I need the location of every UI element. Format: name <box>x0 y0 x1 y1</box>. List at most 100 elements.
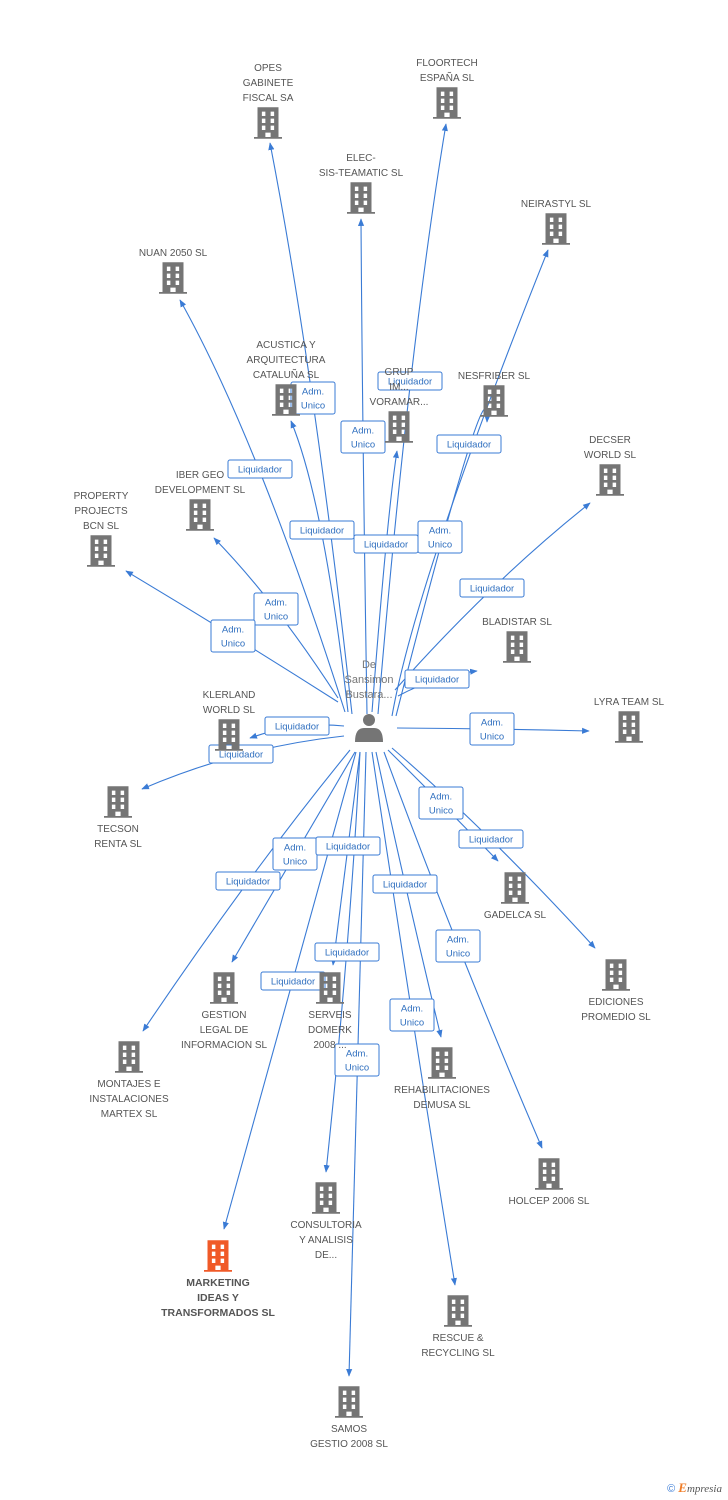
edge-label-text: Liquidador <box>364 540 408 551</box>
company-label: EDICIONES <box>588 997 643 1008</box>
edge-label-box <box>418 786 464 820</box>
building-icon <box>503 631 531 663</box>
company-label: PROPERTY <box>74 491 129 502</box>
building-icon <box>272 384 300 416</box>
edge-label-text: Unico <box>429 806 453 817</box>
edge-label-text: Adm. <box>265 598 287 609</box>
company-label: MONTAJES E <box>97 1079 160 1090</box>
company-label: DECSER <box>589 435 631 446</box>
edge-label-box <box>315 836 381 856</box>
company-label: LEGAL DE <box>200 1025 249 1036</box>
company-label: REHABILITACIONES <box>394 1085 490 1096</box>
company-label: GESTION <box>201 1010 246 1021</box>
company-label: BCN SL <box>83 521 120 532</box>
company-node-nesfriber[interactable]: NESFRIBER SL <box>458 371 531 417</box>
edge-label-opes[interactable]: Adm.Unico <box>290 381 336 415</box>
company-label: IDEAS Y <box>197 1292 239 1304</box>
edge-label-neirastyl[interactable]: Adm.Unico <box>417 520 463 554</box>
edge-label-floortech[interactable]: Liquidador <box>377 371 443 391</box>
edge-label-text: Liquidador <box>238 465 282 476</box>
edge-label-text: Liquidador <box>219 750 263 761</box>
company-node-grup[interactable]: GRUPIM...VORAMAR... <box>370 367 429 443</box>
company-node-rehab[interactable]: REHABILITACIONES DEMUSA SL <box>394 1047 490 1111</box>
edge-label-text: Liquidador <box>469 835 513 846</box>
company-node-nuan[interactable]: NUAN 2050 SL <box>139 248 208 294</box>
company-label: KLERLAND <box>203 690 256 701</box>
edge-label-marketing[interactable]: Liquidador <box>260 971 326 991</box>
building-icon <box>335 1386 363 1418</box>
edge-label-text: Adm. <box>430 792 452 803</box>
building-icon <box>312 1182 340 1214</box>
edge-label-holcep[interactable]: Adm.Unico <box>435 929 481 963</box>
company-label: DEMUSA SL <box>413 1100 471 1111</box>
edge-label-text: Unico <box>264 612 288 623</box>
edge-label-text: Adm. <box>352 426 374 437</box>
edge-label-box <box>215 871 281 891</box>
person-node-center[interactable]: DeSansimonBustara... <box>345 659 394 742</box>
edge-label-decser[interactable]: Liquidador <box>459 578 525 598</box>
company-node-holcep[interactable]: HOLCEP 2006 SL <box>509 1158 590 1207</box>
edge-label-nesfriber[interactable]: Liquidador <box>436 434 502 454</box>
edge-label-grup[interactable]: Liquidador <box>353 534 419 554</box>
edge-label-nuan[interactable]: Liquidador <box>227 459 293 479</box>
edge-label-property[interactable]: Adm.Unico <box>210 619 256 653</box>
edge-label-rehab[interactable]: Liquidador <box>372 874 438 894</box>
edge-label-box <box>210 619 256 653</box>
edge-label-gadelca[interactable]: Adm. Unico <box>418 786 464 820</box>
edge-label-text: Liquidador <box>325 948 369 959</box>
company-label: DE... <box>315 1250 337 1261</box>
company-node-gadelca[interactable]: GADELCA SL <box>484 872 547 921</box>
edge-label-gestion[interactable]: Adm.Unico <box>272 837 318 871</box>
company-node-serveis[interactable]: SERVEISDOMERK2008 ... <box>308 972 352 1051</box>
edge-label-samos[interactable]: Adm.Unico <box>334 1043 380 1077</box>
edge-label-serveis[interactable]: Liquidador <box>315 836 381 856</box>
company-label: TECSON <box>97 824 139 835</box>
edge-label-text: Liquidador <box>275 722 319 733</box>
edge-label-elecsis[interactable]: Adm.Unico <box>340 420 386 454</box>
edge-label-ediciones[interactable]: Liquidador <box>458 829 524 849</box>
edge-label-text: Unico <box>345 1063 369 1074</box>
edge-label-bladistar[interactable]: Liquidador <box>404 669 470 689</box>
person-label: Sansimon <box>345 674 394 686</box>
edge-label-consultoria[interactable]: Liquidador <box>314 942 380 962</box>
building-icon <box>204 1240 232 1272</box>
company-label: RESCUE & <box>432 1333 483 1344</box>
edge-label-text: Unico <box>301 401 325 412</box>
company-label: PROMEDIO SL <box>581 1012 651 1023</box>
company-node-bladistar[interactable]: BLADISTAR SL <box>482 617 552 663</box>
company-label: CONSULTORIA <box>290 1220 362 1231</box>
company-node-lyra[interactable]: LYRA TEAM SL <box>594 697 665 743</box>
building-icon <box>542 213 570 245</box>
edge-label-klerland[interactable]: Liquidador <box>264 716 330 736</box>
company-label: ELEC- <box>346 153 375 164</box>
company-node-elecsis[interactable]: ELEC-SIS-TEAMATIC SL <box>319 153 404 214</box>
edge-arrow-consultoria <box>323 751 361 1173</box>
company-node-ediciones[interactable]: EDICIONES PROMEDIO SL <box>581 959 651 1023</box>
edge-label-montajes[interactable]: Liquidador <box>215 871 281 891</box>
company-label: SERVEIS <box>308 1010 351 1021</box>
edge-label-box <box>264 716 330 736</box>
company-node-neirastyl[interactable]: NEIRASTYL SL <box>521 199 592 245</box>
edge-label-ibergeo[interactable]: Adm. Unico <box>253 592 299 626</box>
edge-label-text: Unico <box>400 1018 424 1029</box>
company-node-rescue[interactable]: RESCUE &RECYCLING SL <box>421 1295 495 1359</box>
edge-label-text: Unico <box>480 732 504 743</box>
edge-label-lyra[interactable]: Adm.Unico <box>469 712 515 746</box>
edge-label-acustica[interactable]: Liquidador <box>289 520 355 540</box>
edge-label-rescue[interactable]: Adm.Unico <box>389 998 435 1032</box>
person-label: Bustara... <box>345 689 392 701</box>
company-label: DEVELOPMENT SL <box>155 485 246 496</box>
